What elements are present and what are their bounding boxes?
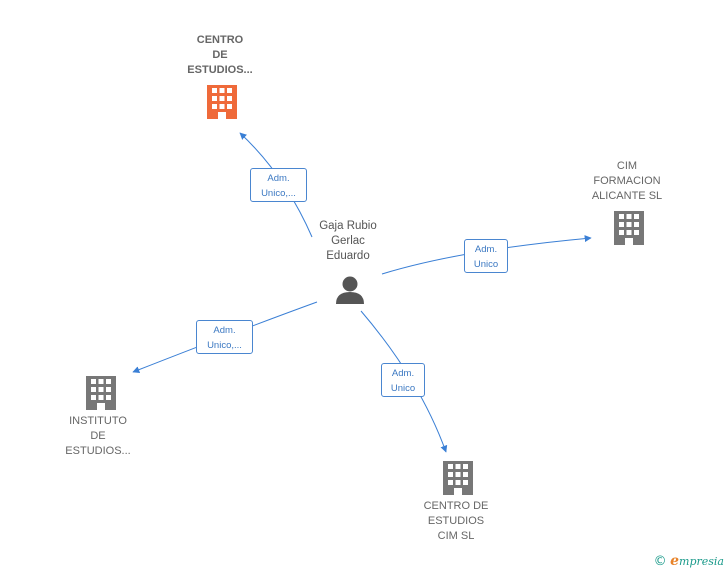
- label-line: CIM: [616, 160, 638, 172]
- label-line: DE: [90, 430, 106, 442]
- label-line: Eduardo: [326, 250, 370, 262]
- relation-label-centro-estudios-top[interactable]: Adm. Unico,...: [250, 168, 307, 202]
- building-icon[interactable]: [86, 376, 116, 410]
- node-label-cim-formacion[interactable]: CIM FORMACION ALICANTE SL: [577, 159, 677, 204]
- label-line: CENTRO: [196, 34, 244, 46]
- relation-label-instituto-estudios[interactable]: Adm. Unico,...: [196, 320, 253, 354]
- label-line: DE: [212, 49, 228, 61]
- relation-line: Adm.: [213, 325, 236, 336]
- label-line: ESTUDIOS: [427, 515, 485, 527]
- building-icon[interactable]: [443, 461, 473, 495]
- building-icon[interactable]: [207, 85, 237, 119]
- relation-label-cim-formacion[interactable]: Adm. Unico: [464, 239, 508, 273]
- node-label-centro-estudios-top[interactable]: CENTRO DE ESTUDIOS...: [170, 33, 270, 78]
- label-line: ALICANTE SL: [591, 190, 663, 202]
- building-icon[interactable]: [614, 211, 644, 245]
- label-line: ESTUDIOS...: [65, 445, 131, 457]
- label-line: INSTITUTO: [69, 415, 127, 427]
- node-label-centro-estudios-cim[interactable]: CENTRO DE ESTUDIOS CIM SL: [406, 499, 506, 544]
- brand-initial: e: [670, 553, 680, 569]
- relation-line: Unico: [473, 259, 499, 270]
- brand-name: mpresia: [679, 555, 724, 568]
- relation-line: Adm.: [474, 244, 498, 255]
- center-person-label[interactable]: Gaja Rubio Gerlac Eduardo: [298, 219, 398, 264]
- label-line: FORMACION: [593, 175, 661, 187]
- label-line: ESTUDIOS...: [187, 64, 253, 76]
- relation-label-centro-estudios-cim[interactable]: Adm. Unico: [381, 363, 425, 397]
- person-icon[interactable]: [336, 276, 364, 305]
- copyright-symbol: ©: [653, 554, 667, 569]
- label-line: Gaja Rubio: [319, 220, 377, 232]
- label-line: CENTRO DE: [423, 500, 489, 512]
- label-line: Gerlac: [331, 235, 365, 247]
- relation-line: Unico,...: [261, 188, 296, 199]
- empresia-logo[interactable]: © empresia: [654, 553, 724, 569]
- relation-line: Unico,...: [207, 340, 242, 351]
- relation-line: Adm.: [391, 368, 415, 379]
- relation-line: Adm.: [267, 173, 290, 184]
- node-label-instituto-estudios[interactable]: INSTITUTO DE ESTUDIOS...: [48, 414, 148, 459]
- label-line: CIM SL: [437, 530, 475, 542]
- relation-line: Unico: [390, 383, 416, 394]
